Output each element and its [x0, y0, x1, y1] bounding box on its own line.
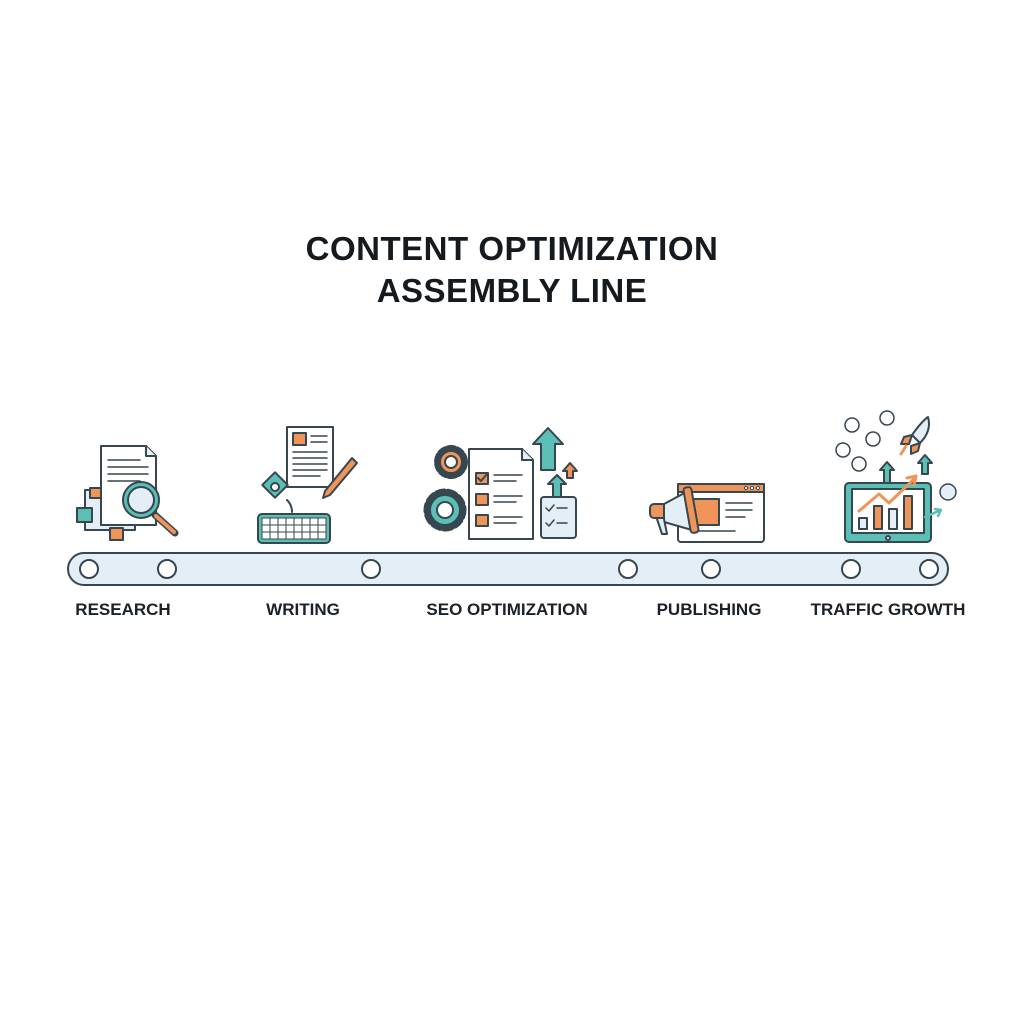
- stage-label-publishing: PUBLISHING: [656, 600, 762, 619]
- tablet-chart-rocket-icon: [835, 410, 957, 543]
- stage-label-writing: WRITING: [266, 600, 340, 619]
- title-line-2: ASSEMBLY LINE: [376, 272, 648, 309]
- stage-label-research: RESEARCH: [75, 600, 171, 619]
- document-pencil-keyboard-icon: [257, 426, 358, 544]
- gears-checklist-arrows-icon: [423, 427, 578, 540]
- megaphone-browser-icon: [649, 483, 765, 543]
- stage-label-traffic-growth: TRAFFIC GROWTH: [810, 600, 966, 619]
- stage-label-seo-optimization: SEO OPTIMIZATION: [426, 600, 588, 619]
- conveyor-belt: [67, 552, 949, 586]
- document-magnifier-icon: [76, 445, 179, 541]
- title-line-1: CONTENT OPTIMIZATION: [305, 230, 719, 267]
